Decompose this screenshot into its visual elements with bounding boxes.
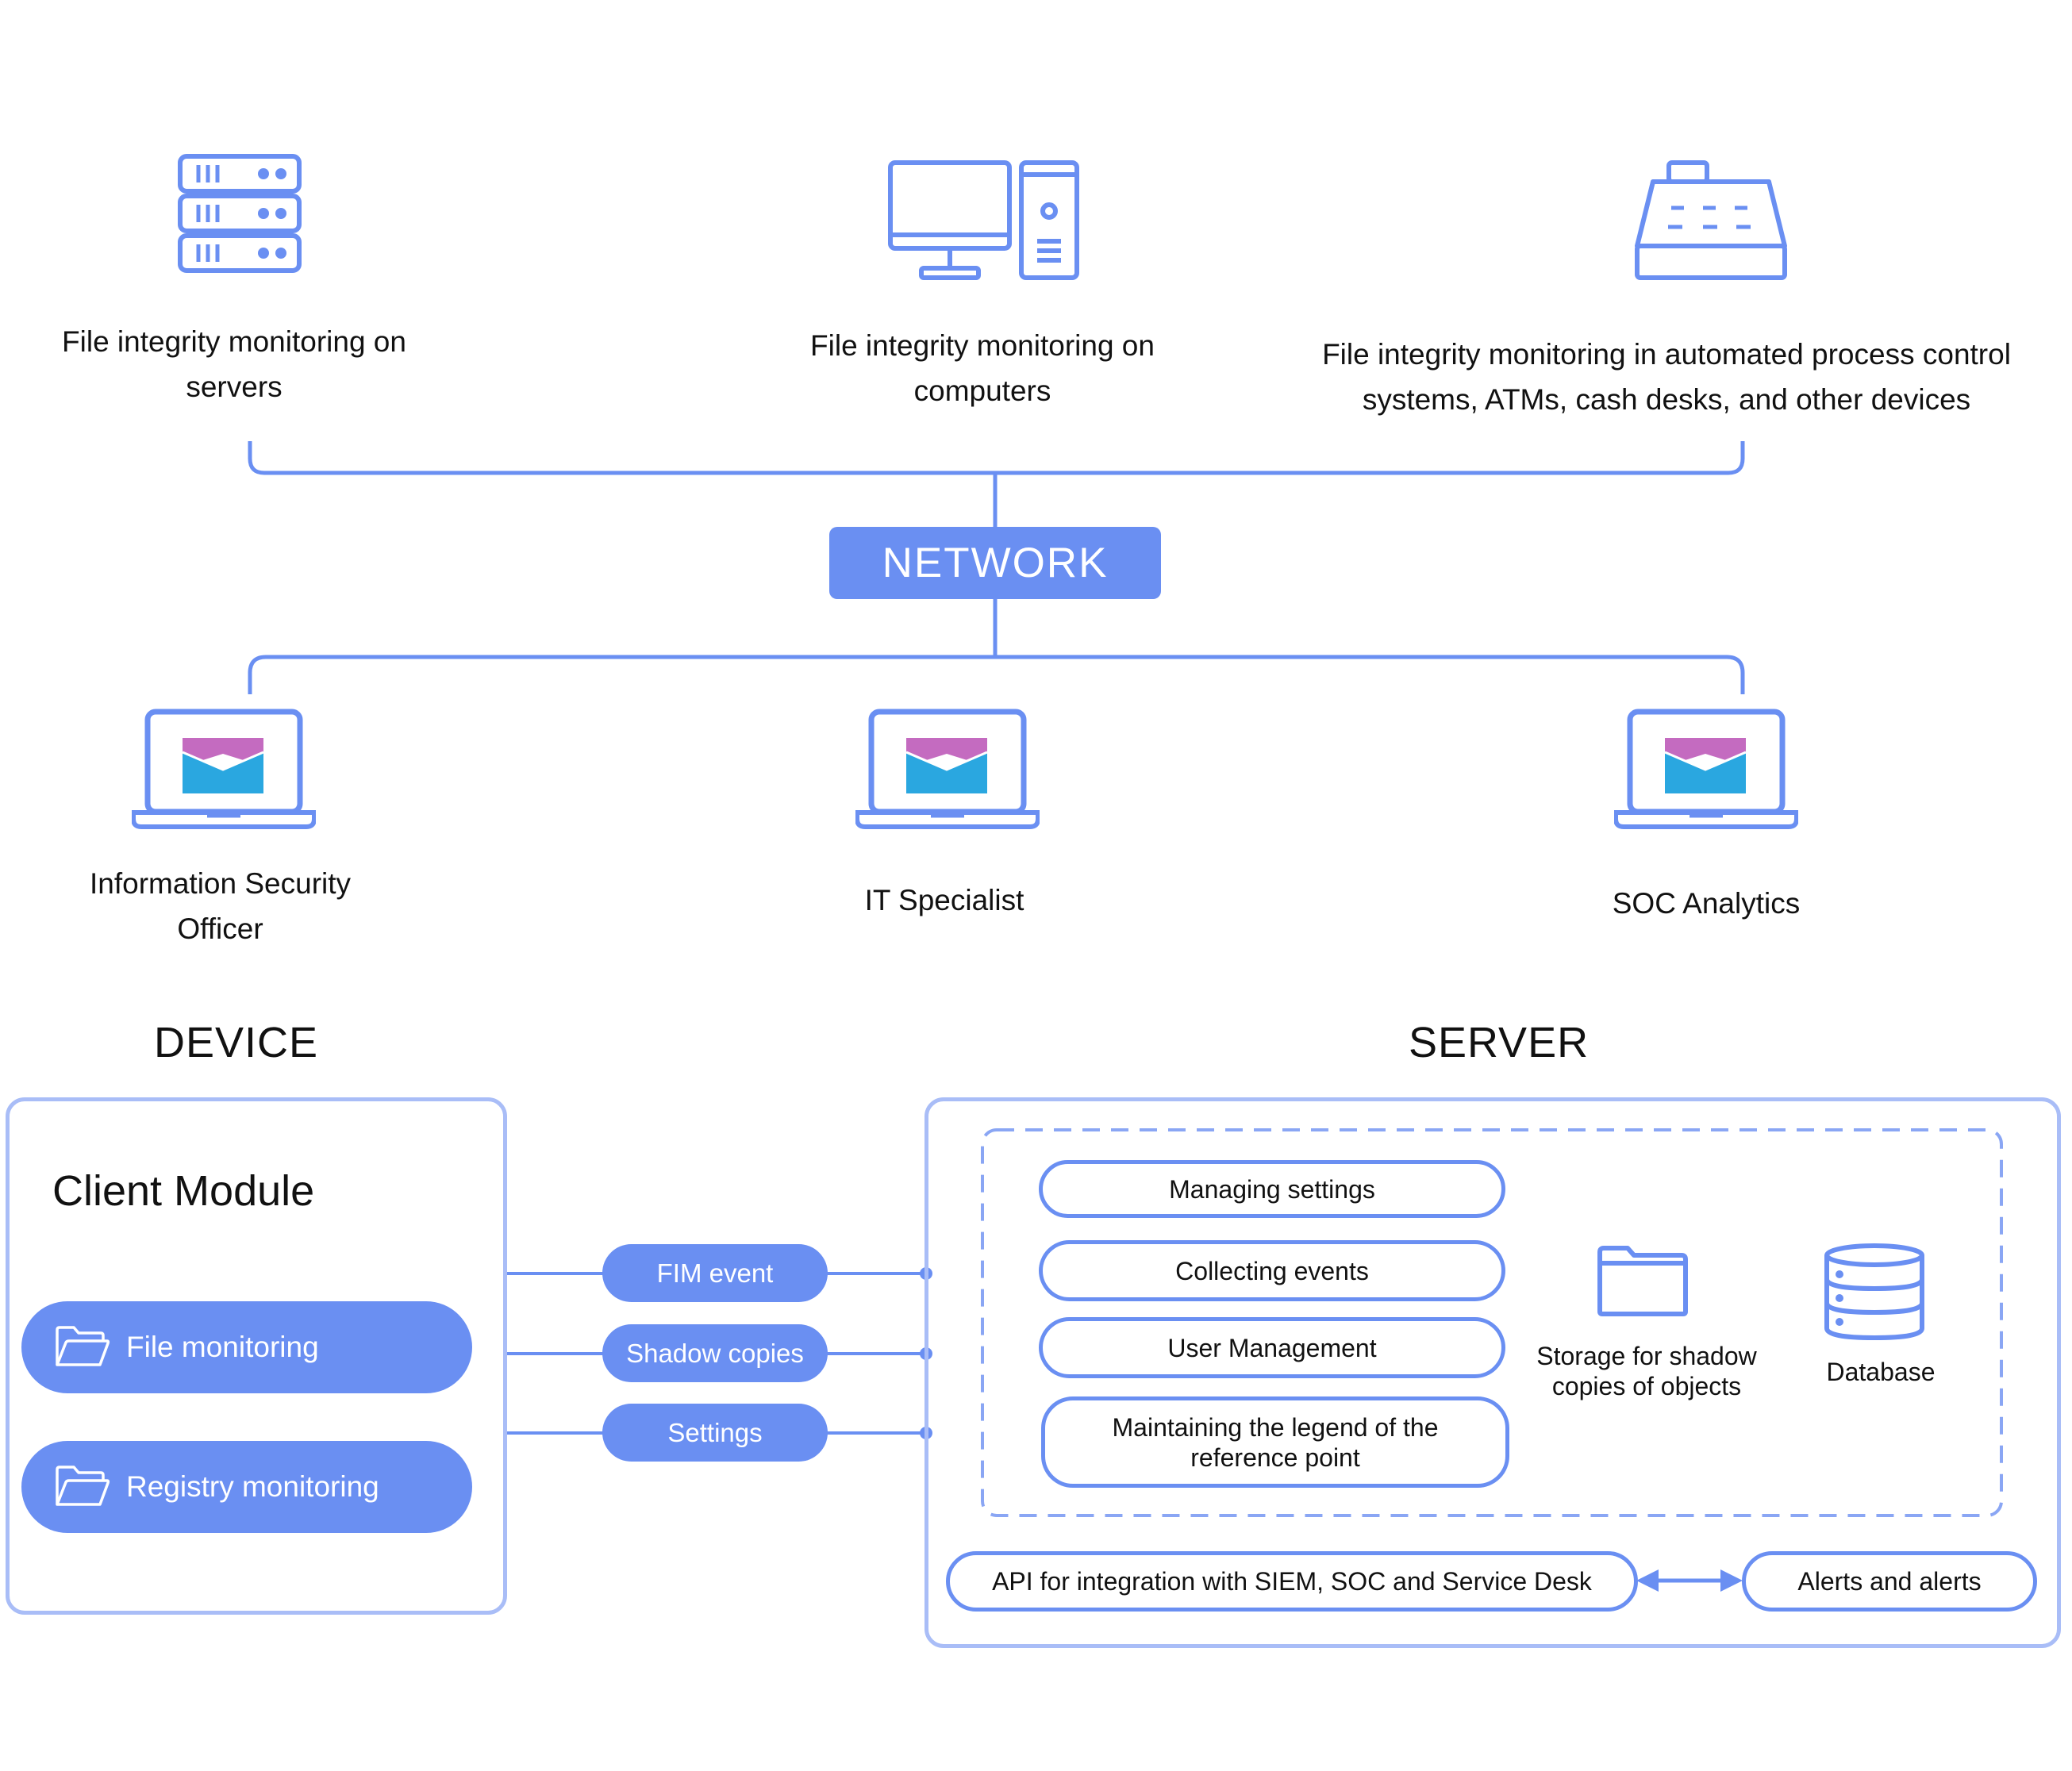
settings-chip: Settings	[602, 1404, 828, 1462]
database-icon	[1824, 1243, 1924, 1341]
it-specialist-label: IT Specialist	[864, 884, 1024, 916]
laptop-mail-icon	[1614, 709, 1798, 829]
registry-monitoring-pill: Registry monitoring	[21, 1441, 472, 1533]
computers-label: File integrity monitoring on computers	[810, 329, 1155, 407]
registry-monitoring-label: Registry monitoring	[126, 1470, 379, 1503]
servers-label: File integrity monitoring on servers	[62, 325, 406, 403]
fim-event-chip: FIM event	[602, 1244, 828, 1302]
network-node: NETWORK	[829, 527, 1161, 599]
database-label: Database	[1826, 1358, 1936, 1386]
server-box	[925, 1097, 2061, 1648]
device-box	[6, 1097, 507, 1615]
device-heading: DEVICE	[154, 1019, 319, 1066]
server-rack-icon	[178, 154, 302, 273]
laptop-mail-icon	[132, 709, 316, 829]
folder-open-icon	[56, 1466, 110, 1506]
collecting-events-pill: Collecting events	[1039, 1240, 1505, 1301]
file-monitoring-pill: File monitoring	[21, 1301, 472, 1393]
user-management-pill: User Management	[1039, 1317, 1505, 1378]
alerts-pill: Alerts and alerts	[1742, 1551, 2037, 1612]
file-monitoring-label: File monitoring	[126, 1331, 319, 1363]
soc-analytics-label: SOC Analytics	[1612, 887, 1801, 920]
api-integration-pill: API for integration with SIEM, SOC and S…	[946, 1551, 1638, 1612]
shadow-copies-chip: Shadow copies	[602, 1324, 828, 1382]
client-module-title: Client Module	[52, 1167, 315, 1215]
reference-point-pill: Maintaining the legend of the reference …	[1041, 1396, 1509, 1488]
folder-open-icon	[56, 1326, 110, 1366]
devices-label: File integrity monitoring in automated p…	[1322, 338, 2011, 416]
officer-label: Information Security Officer	[89, 867, 352, 945]
storage-label: Storage for shadow copies of objects	[1536, 1342, 1757, 1400]
cash-register-icon	[1635, 160, 1787, 280]
laptop-mail-icon	[855, 709, 1040, 829]
desktop-computer-icon	[888, 160, 1079, 280]
managing-settings-pill: Managing settings	[1039, 1160, 1505, 1218]
server-heading: SERVER	[1409, 1019, 1590, 1066]
folder-icon	[1597, 1246, 1688, 1316]
